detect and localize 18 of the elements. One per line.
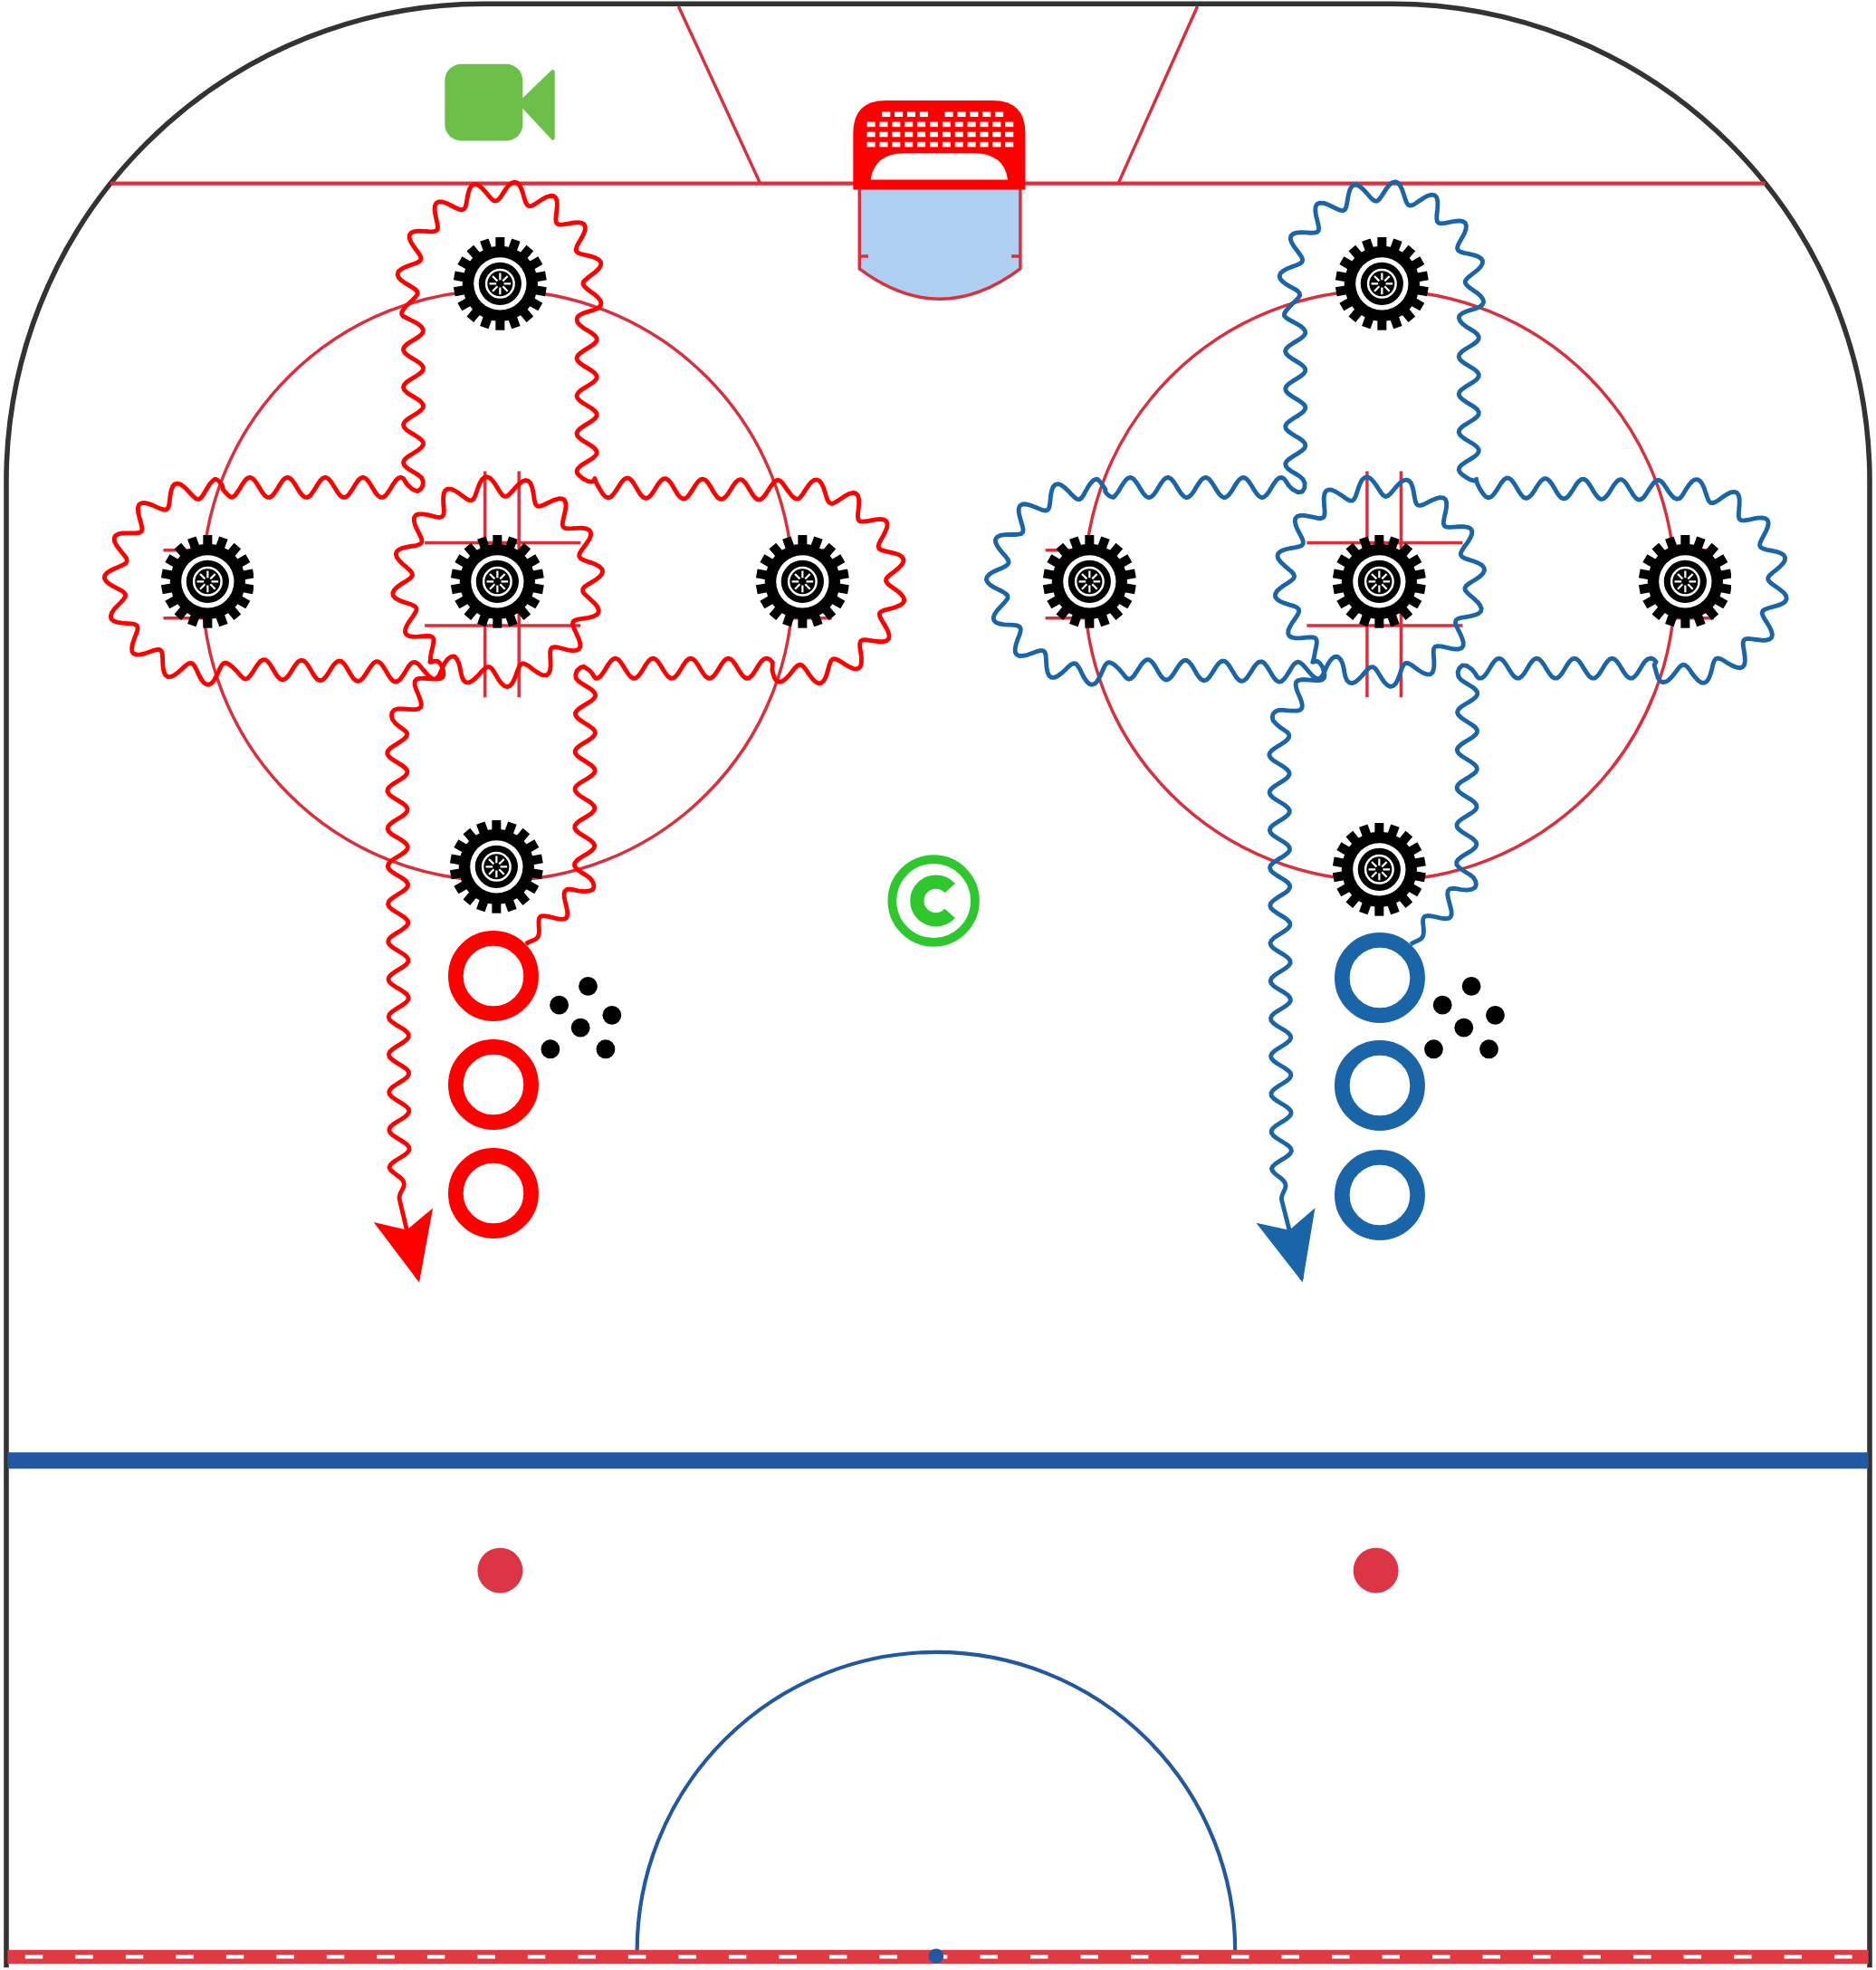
tire-icon [451, 535, 544, 628]
player-circle [448, 1148, 540, 1239]
player-circle [1334, 1149, 1425, 1240]
player-circle [1334, 1040, 1425, 1131]
tire-icon [454, 237, 547, 330]
player-circle [448, 931, 540, 1022]
player-circle [448, 1038, 540, 1130]
tire-icon [449, 820, 543, 913]
tire-icon [1333, 535, 1427, 628]
wavy-arrow [101, 179, 907, 1283]
tire-icon [756, 535, 850, 628]
tire-icon [160, 535, 254, 628]
tire-icon [1333, 823, 1427, 916]
tire-icon [1042, 535, 1136, 628]
tire-icon [1335, 237, 1429, 330]
tire-icon [1638, 535, 1732, 628]
wavy-arrow [984, 179, 1789, 1283]
player-circle [1334, 932, 1425, 1023]
